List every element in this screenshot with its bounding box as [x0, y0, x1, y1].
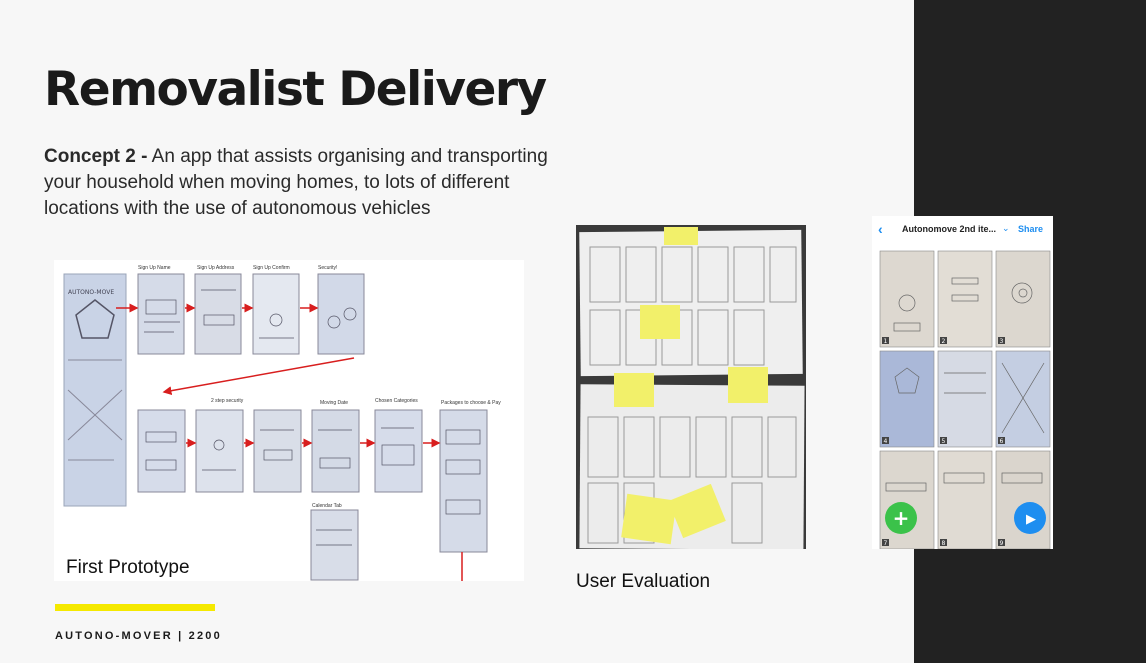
sticky-note: [728, 367, 768, 403]
label-calendar-tab: Calendar Tab: [312, 503, 342, 509]
user-evaluation-caption: User Evaluation: [576, 571, 711, 592]
play-glyph: ▶: [1026, 512, 1036, 527]
screen-packages: [439, 409, 488, 553]
thumbnail-tile[interactable]: [879, 250, 935, 348]
label-chosen-categories: Chosen Categories: [375, 398, 418, 404]
label-security: Security!: [318, 265, 337, 271]
thumbnail-tile[interactable]: [937, 250, 993, 348]
thumbnail-tile[interactable]: [995, 250, 1051, 348]
thumbnail-tile[interactable]: [879, 350, 935, 448]
share-button[interactable]: Share: [1018, 224, 1044, 234]
tile-number: 7: [884, 540, 888, 547]
sticky-note: [640, 305, 680, 339]
sticky-note: [664, 227, 698, 245]
tile-number: 9: [1000, 540, 1004, 547]
screen-login: [137, 409, 186, 493]
back-icon[interactable]: ‹: [878, 221, 883, 237]
screen-security: [317, 273, 365, 355]
thumbnail-tile[interactable]: [937, 350, 993, 448]
tile-number: 3: [1000, 338, 1004, 345]
screen-moving-date: [311, 409, 360, 493]
label-sign-up-name: Sign Up Name: [138, 265, 171, 271]
prototype-sketch-flow: AUTONO-MOVE Sign Up Name Sign Up Address…: [63, 265, 501, 581]
sticky-note: [614, 373, 654, 407]
thumbnail-tile[interactable]: [995, 450, 1051, 549]
label-2-step-security: 2 step security: [211, 398, 244, 404]
sticky-note: [668, 483, 726, 539]
screen-2-step-security: [195, 409, 244, 493]
label-packages: Packages to choose & Pay: [441, 400, 501, 406]
add-icon[interactable]: [885, 502, 917, 534]
sticky-note: [621, 493, 677, 545]
pentagon-logo-icon: [75, 299, 115, 339]
logo-text: AUTONO-MOVE: [68, 289, 114, 296]
thumbnail-tile[interactable]: [879, 450, 935, 549]
tile-number: 4: [884, 438, 888, 445]
thumbnail-tile[interactable]: [937, 450, 993, 549]
first-prototype-caption: First Prototype: [66, 557, 190, 578]
upper-paper-sheet: [579, 229, 803, 377]
screen-home: [253, 409, 302, 493]
label-sign-up-address: Sign Up Address: [197, 265, 235, 271]
tile-number: 2: [942, 338, 946, 345]
tile-number: 6: [1000, 438, 1004, 445]
screen-thumbnail-grid: 1 2 3 4 5 6 7 8 9 + ▶: [879, 250, 1051, 549]
slide-title: Removalist Delivery: [44, 62, 547, 117]
app-header: ‹ Autonomove 2nd ite... ⌄ Share: [872, 216, 1053, 243]
wall-sketches-photo: [576, 225, 806, 549]
concept-text: An app that assists organising and trans…: [44, 146, 548, 219]
play-button[interactable]: ▶: [1014, 502, 1046, 534]
chevron-down-icon[interactable]: ⌄: [1002, 223, 1010, 233]
user-evaluation-photo: [576, 225, 806, 549]
project-title: Autonomove 2nd ite...: [902, 224, 997, 234]
concept-description: Concept 2 - An app that assists organisi…: [44, 144, 584, 222]
prototype-logo-sheet: [63, 273, 127, 507]
tile-number: 1: [884, 338, 888, 345]
tile-number: 5: [942, 438, 946, 445]
tile-number: 8: [942, 540, 946, 547]
label-moving-date: Moving Date: [320, 400, 348, 406]
label-sign-up-confirm: Sign Up Confirm: [253, 265, 290, 271]
accent-bar: [55, 604, 215, 611]
thumbnail-tile[interactable]: [995, 350, 1051, 448]
first-prototype-image: AUTONO-MOVE Sign Up Name Sign Up Address…: [54, 260, 524, 581]
app-screenshot: ‹ Autonomove 2nd ite... ⌄ Share 1: [872, 216, 1053, 549]
screen-sign-up-address: [194, 273, 242, 355]
add-glyph: +: [893, 506, 910, 530]
concept-label: Concept 2 -: [44, 146, 148, 167]
footer-text: AUTONO-MOVER | 2200: [55, 630, 222, 642]
play-icon[interactable]: [1014, 502, 1046, 534]
add-button[interactable]: +: [885, 502, 917, 534]
